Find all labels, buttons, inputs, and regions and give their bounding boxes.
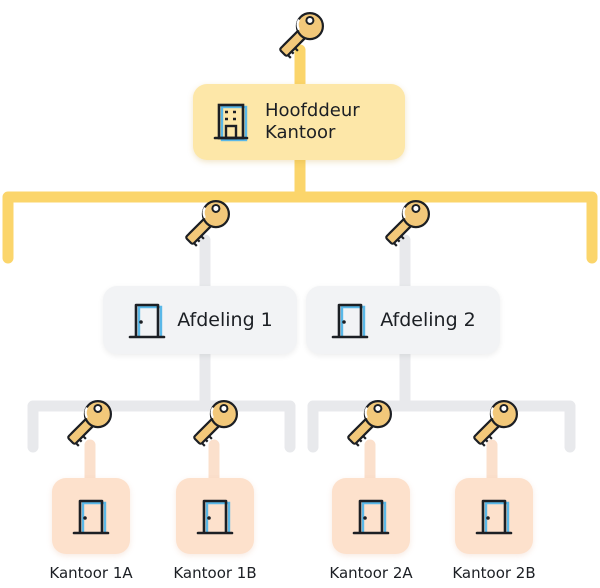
- office-2a-key-icon: [340, 396, 396, 452]
- office-card-2b[interactable]: [455, 478, 533, 554]
- office-card-1a[interactable]: [52, 478, 130, 554]
- department-card-1[interactable]: Afdeling 1: [103, 286, 297, 354]
- office-label: Kantoor 1B: [173, 564, 257, 582]
- master-bracket: [2, 191, 598, 264]
- office-1b-key-icon: [186, 396, 242, 452]
- office-2b-key-icon: [466, 396, 522, 452]
- door-icon: [330, 300, 370, 340]
- department-card-2[interactable]: Afdeling 2: [306, 286, 500, 354]
- office-label: Kantoor 2B: [452, 564, 536, 582]
- office-card-1b[interactable]: [176, 478, 254, 554]
- dept1-key-icon: [178, 196, 234, 252]
- office-building-icon: [213, 102, 253, 142]
- main-title-line1: Hoofddeur: [265, 100, 360, 121]
- dept2-bracket: [307, 400, 576, 453]
- master-key-icon: [272, 8, 328, 64]
- dept2-key-icon: [378, 196, 434, 252]
- office-card-2a[interactable]: [332, 478, 410, 554]
- door-icon: [127, 300, 167, 340]
- department-label: Afdeling 1: [177, 309, 273, 331]
- main-entrance-label: Hoofddeur Kantoor: [265, 100, 360, 144]
- department-label: Afdeling 2: [380, 309, 476, 331]
- door-icon: [71, 496, 111, 536]
- door-icon: [351, 496, 391, 536]
- office-label: Kantoor 2A: [329, 564, 413, 582]
- main-entrance-card[interactable]: Hoofddeur Kantoor: [193, 84, 405, 160]
- door-icon: [474, 496, 514, 536]
- office-label: Kantoor 1A: [49, 564, 133, 582]
- office-1a-key-icon: [60, 396, 116, 452]
- main-title-line2: Kantoor: [265, 122, 336, 143]
- door-icon: [195, 496, 235, 536]
- dept1-bracket: [27, 400, 296, 453]
